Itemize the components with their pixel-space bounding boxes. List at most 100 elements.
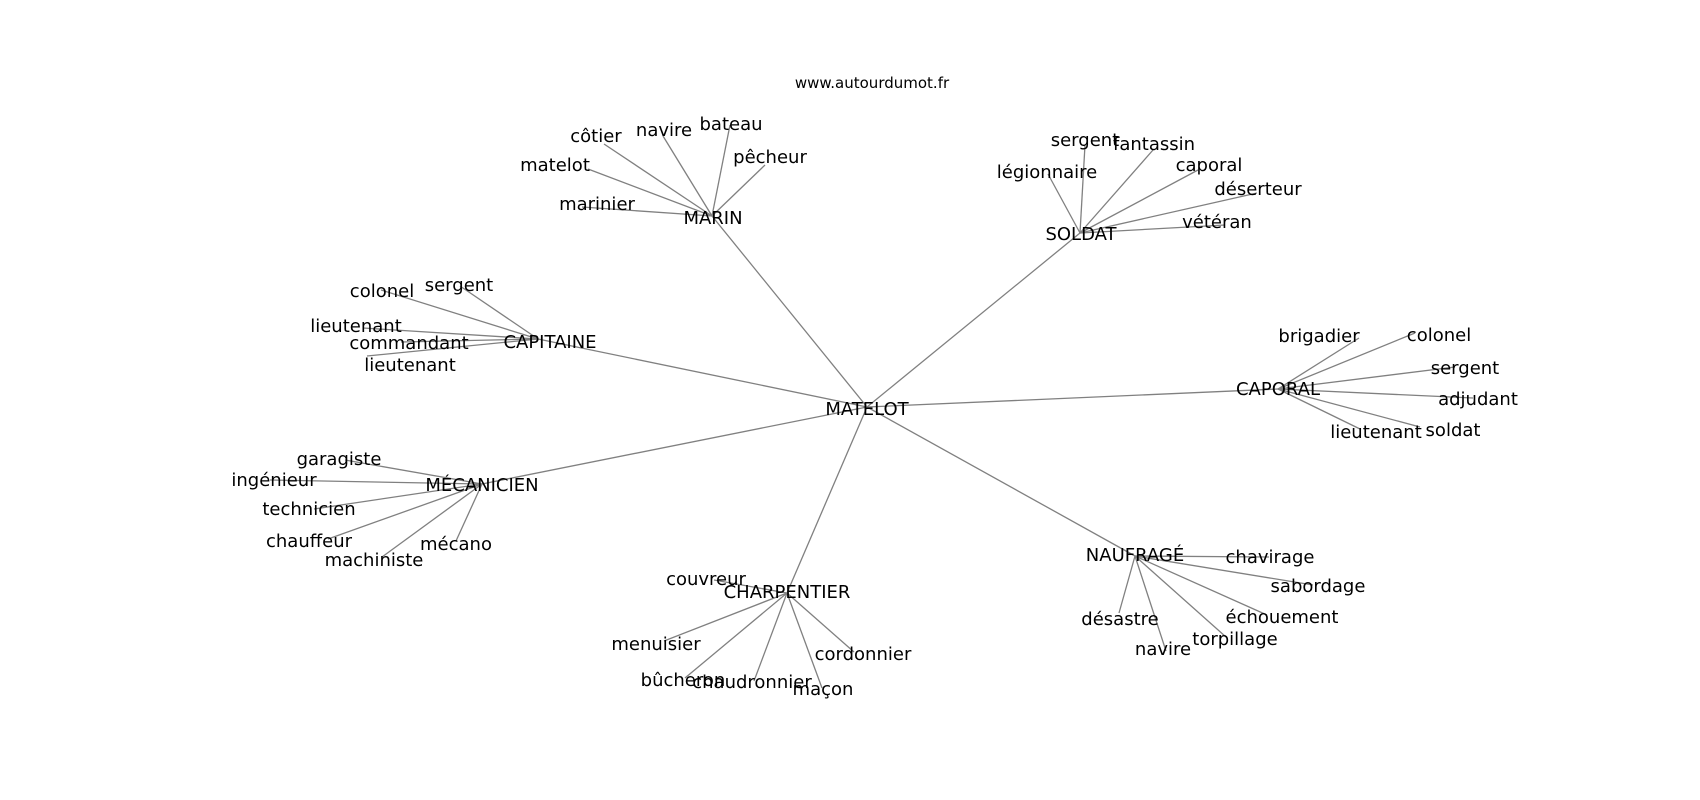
related-word: bateau <box>699 114 762 135</box>
related-word: colonel <box>1407 325 1471 346</box>
hub-word-edge <box>1134 555 1268 616</box>
hub-word-edge <box>684 592 788 679</box>
related-word: chauffeur <box>266 531 353 552</box>
hub-word-edge <box>711 124 731 217</box>
graph-edges <box>269 124 1474 689</box>
hub-word-edge <box>1134 555 1167 652</box>
related-word: navire <box>636 120 692 141</box>
related-word: technicien <box>262 499 355 520</box>
hub-word-edge <box>1118 555 1136 614</box>
related-word: sergent <box>425 275 494 296</box>
hub-word-edge <box>587 168 713 217</box>
hub-word: MÉCANICIEN <box>425 474 538 496</box>
related-word: lieutenant <box>364 355 456 376</box>
related-word: sergent <box>1431 358 1500 379</box>
hub-word-edge <box>366 338 539 357</box>
hub-word: NAUFRAGÉ <box>1086 544 1184 566</box>
hub-word-edge <box>1134 555 1314 586</box>
hub-word-edge <box>1047 173 1081 234</box>
hub-word-edge <box>455 483 483 542</box>
related-word: côtier <box>570 126 622 147</box>
hub-word-edge <box>1134 555 1270 558</box>
hub-word-edge <box>459 285 539 340</box>
hub-word-edge <box>269 479 483 485</box>
center-hub-edge <box>866 406 1136 557</box>
related-word: caporal <box>1176 155 1243 176</box>
hub-word-edge <box>1079 169 1199 234</box>
related-word: désastre <box>1081 609 1158 630</box>
related-word: lieutenant <box>1330 422 1422 443</box>
hub-word-edge <box>1277 332 1416 390</box>
hub-word-edge <box>663 592 788 642</box>
related-word: commandant <box>349 333 468 354</box>
center-hub-edge <box>786 406 868 594</box>
hub-word-edge <box>1079 224 1226 234</box>
hub-word: CAPORAL <box>1236 379 1320 400</box>
hub-word-edge <box>381 483 483 558</box>
related-word: soldat <box>1426 420 1481 441</box>
related-word: garagiste <box>297 449 382 470</box>
hub-word: MARIN <box>683 208 742 229</box>
hub-word-edge <box>1079 192 1258 234</box>
hub-word: SOLDAT <box>1045 224 1117 245</box>
related-word: maçon <box>793 679 854 700</box>
related-word: couvreur <box>666 569 746 590</box>
hub-word-edge <box>662 135 713 217</box>
hub-word-edge <box>400 338 539 343</box>
hub-word-edge <box>581 206 713 217</box>
hub-word-edge <box>753 592 788 682</box>
hub-word-edge <box>786 592 823 689</box>
related-word: torpillage <box>1192 629 1277 650</box>
hub-word-edge <box>1079 144 1086 234</box>
related-word: matelot <box>520 155 590 176</box>
related-word: sergent <box>1051 130 1120 151</box>
hub-word-edge <box>313 483 483 510</box>
related-word: vétéran <box>1182 212 1252 233</box>
related-word: échouement <box>1226 607 1339 628</box>
center-hub-edge <box>537 338 868 408</box>
hub-word-edge <box>1134 555 1227 638</box>
hub-word-edge <box>344 459 483 485</box>
hub-word-edge <box>786 592 855 653</box>
center-hub-edge <box>866 232 1081 408</box>
hub-word-edge <box>1277 366 1456 390</box>
site-url: www.autourdumot.fr <box>795 74 950 92</box>
center-hub-edge <box>866 388 1279 408</box>
center-word: MATELOT <box>825 399 909 420</box>
related-word: ingénieur <box>231 470 317 491</box>
related-word: pêcheur <box>733 147 807 168</box>
hub-word-edge <box>1277 388 1361 430</box>
related-word: sabordage <box>1271 576 1366 597</box>
hub-word-edge <box>362 327 539 340</box>
hub-word-edge <box>713 579 788 594</box>
related-word: navire <box>1135 639 1191 660</box>
related-word: mécano <box>420 534 492 555</box>
related-word: déserteur <box>1214 179 1302 200</box>
hub-word-edge <box>380 289 539 340</box>
hub-word-edge <box>603 143 713 217</box>
hub-word-edge <box>711 164 766 217</box>
center-hub-edge <box>711 215 868 408</box>
related-word: cordonnier <box>815 644 912 665</box>
hub-word: CHARPENTIER <box>724 582 851 603</box>
graph-labels: www.autourdumot.fr MATELOT marinier matel… <box>231 74 1518 700</box>
related-word: brigadier <box>1278 326 1360 347</box>
hub-word-edge <box>1277 388 1421 428</box>
related-word: menuisier <box>611 634 701 655</box>
related-word: machiniste <box>325 550 424 571</box>
hub-word-edge <box>327 483 483 540</box>
related-word: marinier <box>559 194 635 215</box>
related-word: légionnaire <box>997 162 1097 183</box>
related-word: adjudant <box>1438 389 1518 410</box>
related-word: colonel <box>350 281 414 302</box>
related-word: lieutenant <box>310 316 402 337</box>
related-word: chavirage <box>1226 547 1315 568</box>
hub-word: CAPITAINE <box>503 332 596 353</box>
related-word: chaudronnier <box>692 672 812 693</box>
related-word: fantassin <box>1113 134 1195 155</box>
related-word: bûcheron <box>641 670 726 691</box>
hub-word-edge <box>1277 337 1360 390</box>
hub-word-edge <box>1079 149 1154 234</box>
center-hub-edge <box>481 406 868 485</box>
